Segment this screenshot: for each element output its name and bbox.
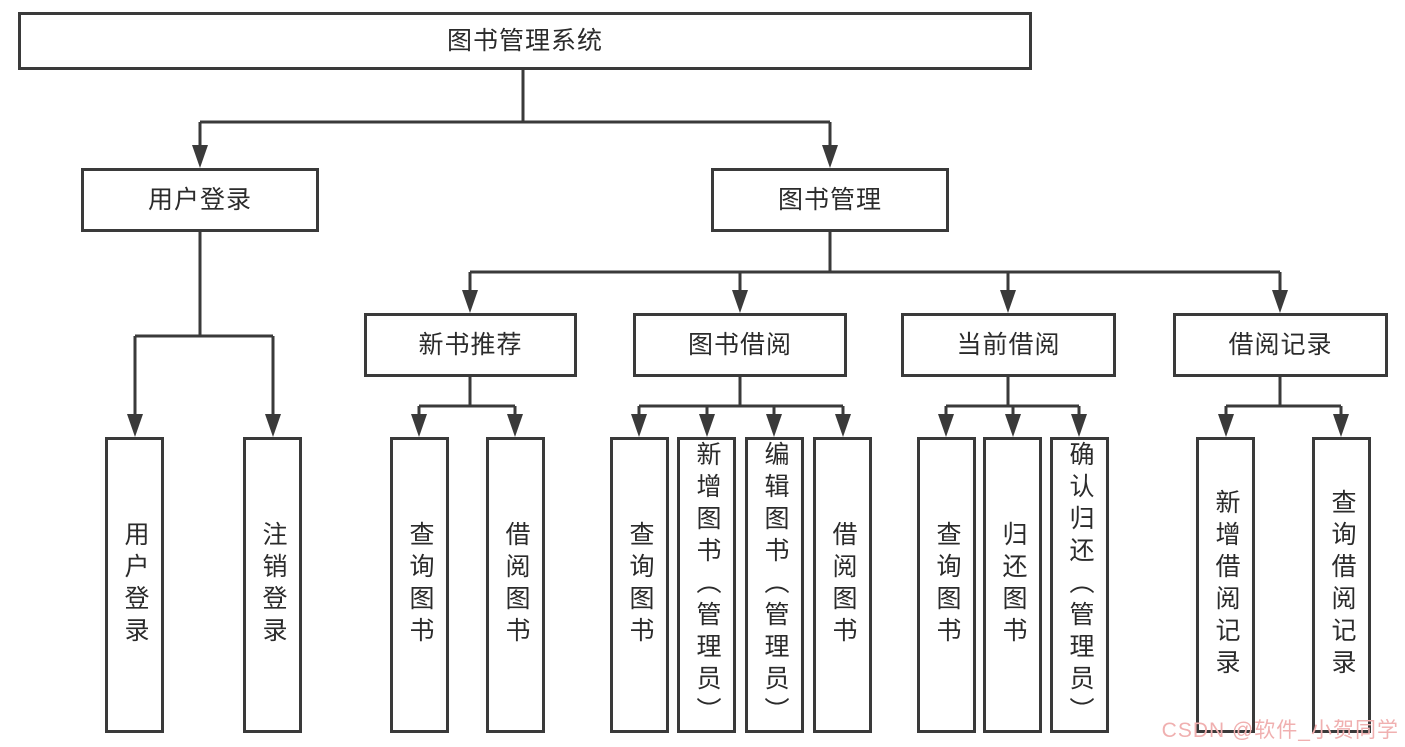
node-label: 注销登录 xyxy=(259,521,287,649)
arrowhead xyxy=(1000,290,1016,313)
leaf-return-books: 归还图书 xyxy=(983,437,1042,733)
arrowhead xyxy=(1218,414,1234,437)
leaf-edit-book-admin: 编辑图书（管理员） xyxy=(745,437,804,733)
node-label: 用户登录 xyxy=(121,521,149,649)
connector-book-mgmt-group xyxy=(468,232,1282,296)
node-book-borrowing: 图书借阅 xyxy=(633,313,847,377)
leaf-borrow-books-recommend: 借阅图书 xyxy=(486,437,545,733)
node-label: 借阅图书 xyxy=(502,521,530,649)
connector-root xyxy=(198,70,832,150)
arrowhead xyxy=(699,414,715,437)
leaf-query-books-borrowing: 查询图书 xyxy=(610,437,669,733)
csdn-watermark: CSDN @软件_小贺同学 xyxy=(1161,719,1399,742)
node-user-login: 用户登录 xyxy=(81,168,319,232)
arrowhead xyxy=(766,414,782,437)
node-label: 新增借阅记录 xyxy=(1212,489,1240,681)
leaf-confirm-return-admin: 确认归还（管理员） xyxy=(1050,437,1109,733)
arrowhead xyxy=(938,414,954,437)
leaf-add-book-admin: 新增图书（管理员） xyxy=(677,437,736,733)
arrowhead xyxy=(822,145,838,168)
node-label: 查询图书 xyxy=(406,521,434,649)
node-label: 图书管理 xyxy=(777,185,882,214)
arrowhead xyxy=(1272,290,1288,313)
node-label: 归还图书 xyxy=(999,521,1027,649)
connector-current-borrow-group xyxy=(944,377,1081,420)
connector-borrow-record-group xyxy=(1224,377,1343,420)
arrowhead xyxy=(127,414,143,437)
node-label: 图书管理系统 xyxy=(446,26,603,55)
node-new-book-recommend: 新书推荐 xyxy=(364,313,577,377)
node-label: 查询借阅记录 xyxy=(1328,489,1356,681)
node-borrow-records: 借阅记录 xyxy=(1173,313,1388,377)
node-label: 确认归还（管理员） xyxy=(1066,441,1094,729)
arrowhead xyxy=(732,290,748,313)
connector-book-borrow-group xyxy=(637,377,845,420)
node-label: 当前借阅 xyxy=(956,330,1061,359)
node-label: 新增图书（管理员） xyxy=(693,441,721,729)
node-label: 查询图书 xyxy=(626,521,654,649)
node-book-management: 图书管理 xyxy=(711,168,949,232)
leaf-user-login: 用户登录 xyxy=(105,437,164,733)
arrowhead xyxy=(1071,414,1087,437)
arrowhead xyxy=(1005,414,1021,437)
node-current-borrowing: 当前借阅 xyxy=(901,313,1116,377)
connector-new-book-group xyxy=(417,377,517,420)
arrowhead xyxy=(507,414,523,437)
node-label: 新书推荐 xyxy=(418,330,523,359)
node-label: 编辑图书（管理员） xyxy=(761,441,789,729)
node-label: 图书借阅 xyxy=(687,330,792,359)
leaf-query-books-current: 查询图书 xyxy=(917,437,976,733)
arrowhead xyxy=(835,414,851,437)
arrowhead xyxy=(265,414,281,437)
leaf-query-books-recommend: 查询图书 xyxy=(390,437,449,733)
leaf-logout: 注销登录 xyxy=(243,437,302,733)
arrowhead xyxy=(1333,414,1349,437)
node-root-system: 图书管理系统 xyxy=(18,12,1032,70)
connector-user-login-group xyxy=(133,232,275,420)
node-label: 借阅记录 xyxy=(1228,330,1333,359)
node-label: 查询图书 xyxy=(933,521,961,649)
arrowhead xyxy=(192,145,208,168)
arrowhead xyxy=(631,414,647,437)
leaf-add-borrow-record: 新增借阅记录 xyxy=(1196,437,1255,733)
node-label: 借阅图书 xyxy=(829,521,857,649)
arrowhead xyxy=(462,290,478,313)
node-label: 用户登录 xyxy=(147,185,252,214)
arrowhead xyxy=(411,414,427,437)
leaf-query-borrow-record: 查询借阅记录 xyxy=(1312,437,1371,733)
leaf-borrow-books: 借阅图书 xyxy=(813,437,872,733)
